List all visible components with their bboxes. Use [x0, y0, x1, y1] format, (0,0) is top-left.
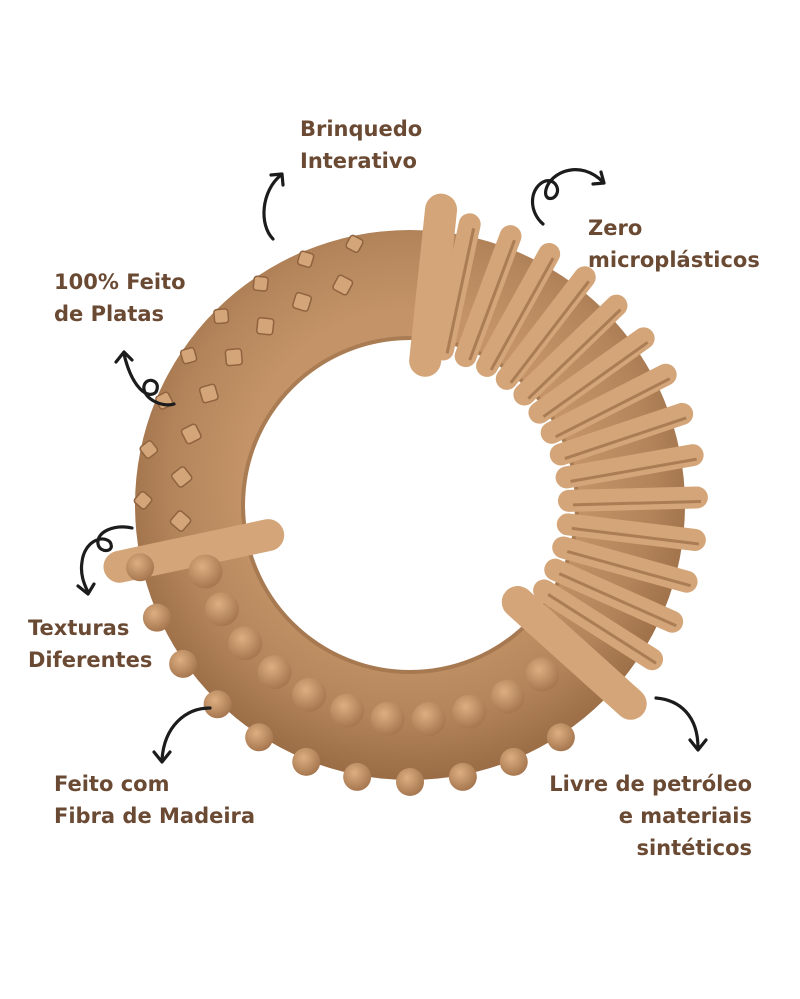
curved-arrow-icon-petroleum-free [654, 696, 708, 752]
feature-petroleum-free-label: Livre de petróleo e materiais sintéticos [549, 772, 752, 860]
rib-shadow [558, 572, 677, 628]
rib-shadow [572, 499, 701, 507]
round-bump [257, 655, 292, 690]
rib-shadow [468, 239, 516, 361]
rib-shadow [547, 593, 657, 665]
square-nub [345, 234, 364, 253]
feature-interactive-label: Brinquedo Interativo [300, 117, 423, 173]
round-bump [525, 657, 560, 692]
square-nub [296, 250, 315, 268]
curved-arrow-icon-wood-fiber [152, 706, 212, 764]
square-nub [170, 466, 193, 488]
round-bump [245, 723, 274, 752]
rib-shadow [527, 308, 622, 400]
square-nub [133, 490, 153, 510]
round-bump [126, 553, 155, 582]
round-bump [452, 694, 487, 729]
round-bump [142, 603, 171, 632]
rib-shadow [554, 377, 671, 439]
rib-shadow [445, 227, 476, 354]
rib-shadow [564, 416, 687, 460]
round-bump [396, 768, 424, 796]
round-bump [228, 626, 263, 661]
round-bump [188, 554, 223, 589]
rib [454, 225, 522, 368]
feature-wood-fiber-label: Feito com Fibra de Madeira [54, 772, 256, 828]
collar-top [409, 193, 458, 377]
square-nub [292, 291, 313, 312]
rib-shadow [571, 526, 700, 546]
round-bump [411, 702, 446, 737]
rib [544, 558, 684, 633]
round-bump [292, 747, 321, 776]
square-nub [332, 274, 354, 296]
rib [540, 363, 677, 444]
round-bump [169, 649, 198, 678]
rib [476, 242, 561, 377]
round-bump [292, 677, 327, 712]
rib [556, 513, 706, 551]
round-bump [203, 690, 232, 719]
square-nub [169, 510, 192, 532]
square-nub [139, 440, 159, 459]
curved-arrow-icon-interactive [262, 172, 285, 241]
square-nub [180, 423, 202, 445]
curved-arrow-icon-textures [76, 525, 134, 596]
curved-arrow-icon-plants [114, 350, 176, 407]
rib [557, 486, 708, 512]
rib-shadow [542, 341, 649, 418]
square-nub [252, 275, 269, 292]
round-bump [330, 693, 365, 728]
rib-shadow [509, 280, 590, 384]
round-bump [370, 701, 405, 736]
rib [552, 536, 698, 593]
curved-arrow-icon-microplastics [530, 168, 606, 226]
rib [495, 266, 596, 390]
round-bump [490, 679, 525, 714]
square-nub [224, 347, 243, 367]
round-bump [204, 592, 239, 627]
rib [555, 444, 704, 489]
ring-texture-details [103, 193, 708, 796]
rib [513, 294, 628, 406]
feature-textures-label: Texturas Diferentes [28, 616, 153, 672]
rib [549, 402, 694, 466]
square-nub [179, 346, 198, 365]
round-bump [343, 762, 372, 791]
rib-shadow [489, 257, 555, 371]
rib [528, 327, 655, 424]
rib [432, 213, 481, 361]
rib-shadow [570, 457, 697, 483]
round-bump [546, 723, 575, 752]
square-nub [256, 317, 275, 336]
round-bump [499, 747, 528, 776]
feature-plants-label: 100% Feito de Platas [54, 270, 186, 326]
rib-shadow [566, 550, 691, 588]
square-nub [213, 308, 230, 325]
round-bump [448, 762, 477, 791]
feature-microplastics-label: Zero microplásticos [588, 216, 760, 272]
collar-right [501, 586, 647, 720]
square-nub [198, 383, 219, 404]
